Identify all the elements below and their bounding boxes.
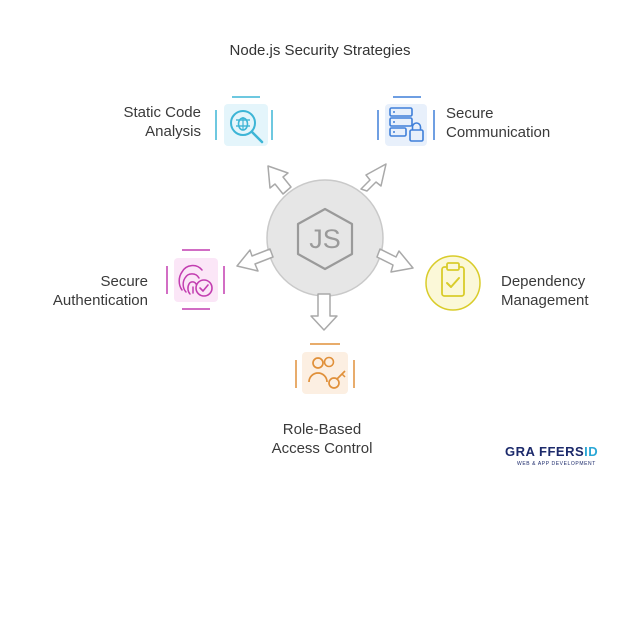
brand-name-part2: ID [584, 444, 599, 459]
strategy-label-line2: Analysis [145, 123, 201, 140]
brand-name-part1: GRA FFERS [505, 444, 585, 459]
arrow-role-based [310, 293, 338, 331]
strategy-label-line2: Authentication [52, 292, 148, 309]
strategy-dependency-management: Dependency Management [501, 272, 589, 310]
strategy-label-line1: Secure [100, 273, 148, 290]
strategy-label-line1: Secure [446, 105, 494, 122]
strategy-role-based-access-control: Role-Based Access Control [252, 420, 392, 458]
strategy-label-line2: Communication [446, 124, 551, 141]
strategy-label-line2: Management [501, 292, 589, 309]
strategy-secure-authentication: Secure Authentication [53, 272, 148, 310]
nodejs-js-glyph: JS [309, 224, 341, 254]
server-lock-icon [377, 96, 435, 146]
strategy-static-code-analysis: Static Code Analysis [123, 103, 201, 141]
clipboard-check-icon [425, 255, 481, 311]
arrow-dependency [376, 248, 414, 273]
strategy-secure-communication: Secure Communication [446, 104, 550, 142]
strategy-label-line1: Dependency [501, 273, 586, 290]
strategy-label-line2: Access Control [271, 440, 373, 457]
arrow-secure-communication [360, 163, 387, 192]
brand-name: GRA FFERSID [505, 444, 605, 459]
strategy-label-line1: Static Code [123, 104, 201, 121]
brand-logo: GRA FFERSID WEB & APP DEVELOPMENT [505, 444, 605, 467]
arrow-authentication [236, 248, 274, 272]
arrow-static-code [267, 165, 292, 195]
strategy-label-line1: Role-Based [282, 421, 362, 438]
nodejs-hexagon-icon [296, 207, 354, 271]
brand-tagline: WEB & APP DEVELOPMENT [517, 461, 596, 467]
arrows [236, 163, 414, 331]
bug-magnify-icon [215, 96, 273, 146]
users-key-icon [295, 343, 355, 394]
diagram-title: Node.js Security Strategies [229, 42, 411, 59]
fingerprint-check-icon [166, 249, 225, 310]
